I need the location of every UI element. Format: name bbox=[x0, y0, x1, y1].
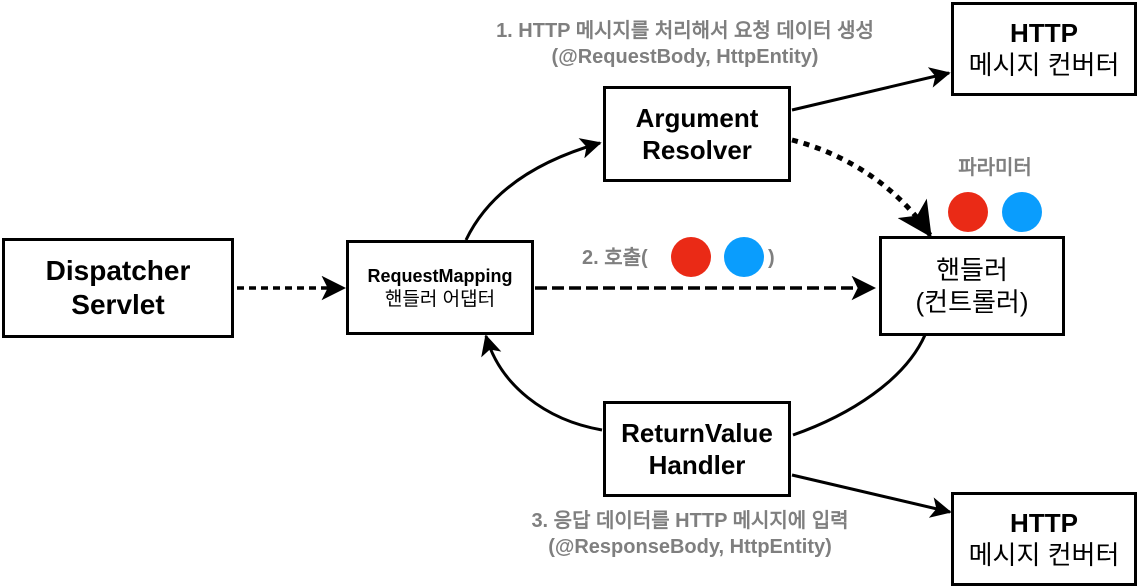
handler-adapter-box: RequestMapping 핸들러 어댑터 bbox=[346, 240, 534, 335]
handler-box: 핸들러 (컨트롤러) bbox=[879, 236, 1065, 336]
param-dot-blue bbox=[1002, 192, 1042, 232]
arrow-handler-to-returnvalue bbox=[792, 334, 927, 437]
returnvalue-label-line2: Handler bbox=[648, 450, 746, 480]
arrow-adapter-to-resolver bbox=[464, 138, 602, 241]
arrow-returnvalue-to-adapter bbox=[481, 334, 603, 432]
step1-line1: 1. HTTP 메시지를 처리해서 요청 데이터 생성 bbox=[496, 20, 874, 42]
adapter-label-line2: 핸들러 어댑터 bbox=[384, 288, 496, 310]
resolver-label-line2: Resolver bbox=[642, 135, 752, 165]
converter-top-line2: 메시지 컨버터 bbox=[968, 50, 1120, 80]
param-dot-blue-call bbox=[724, 237, 764, 277]
arrow-resolver-to-converter bbox=[791, 67, 951, 112]
param-dot-red bbox=[948, 192, 988, 232]
dispatcher-label-line2: Servlet bbox=[71, 289, 165, 320]
step3-label: 3. 응답 데이터를 HTTP 메시지에 입력 (@ResponseBody, … bbox=[440, 508, 940, 560]
converter-bottom-line2: 메시지 컨버터 bbox=[968, 540, 1120, 570]
step3-line2: (@ResponseBody, HttpEntity) bbox=[548, 536, 832, 558]
converter-bottom-line1: HTTP bbox=[1010, 508, 1078, 538]
http-converter-top-box: HTTP 메시지 컨버터 bbox=[951, 2, 1137, 96]
argument-resolver-box: Argument Resolver bbox=[603, 86, 791, 182]
step1-label: 1. HTTP 메시지를 처리해서 요청 데이터 생성 (@RequestBod… bbox=[420, 18, 950, 70]
dispatcher-label-line1: Dispatcher bbox=[45, 255, 191, 286]
step1-line2: (@RequestBody, HttpEntity) bbox=[551, 46, 819, 68]
handler-label-line2: (컨트롤러) bbox=[915, 287, 1029, 317]
step3-line1: 3. 응답 데이터를 HTTP 메시지에 입력 bbox=[531, 510, 849, 532]
converter-top-line1: HTTP bbox=[1010, 18, 1078, 48]
step2-suffix: ) bbox=[768, 247, 775, 269]
return-value-handler-box: ReturnValue Handler bbox=[603, 401, 791, 497]
arrow-returnvalue-to-converter bbox=[791, 473, 952, 518]
parameter-label: 파라미터 bbox=[958, 157, 1032, 179]
param-dot-red-call bbox=[671, 237, 711, 277]
arrow-resolver-to-handler-dotted bbox=[791, 137, 933, 238]
http-converter-bottom-box: HTTP 메시지 컨버터 bbox=[951, 492, 1137, 586]
step2-prefix: 2. 호출( bbox=[582, 247, 648, 269]
resolver-label-line1: Argument bbox=[635, 103, 759, 133]
adapter-label-line1: RequestMapping bbox=[367, 265, 513, 286]
dispatcher-servlet-box: Dispatcher Servlet bbox=[2, 238, 234, 338]
returnvalue-label-line1: ReturnValue bbox=[621, 418, 773, 448]
handler-label-line1: 핸들러 bbox=[936, 255, 1008, 285]
